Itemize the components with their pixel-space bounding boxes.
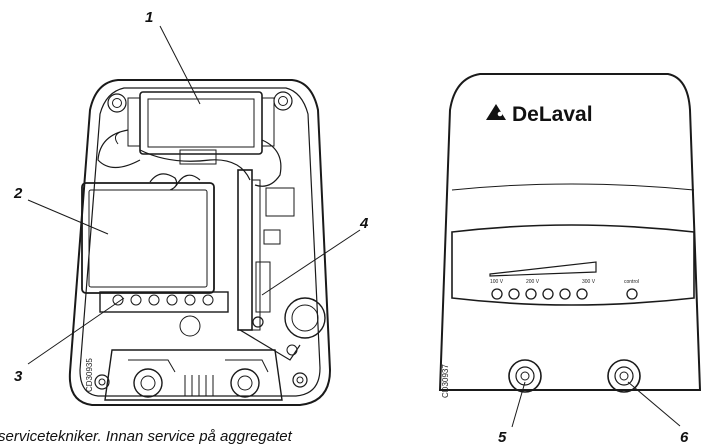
svg-text:5: 5 — [498, 429, 507, 446]
callout-3: 3 — [14, 297, 125, 385]
figure-code-left: CD30935 — [85, 358, 94, 392]
callout-5: 5 — [498, 381, 526, 446]
svg-text:3: 3 — [14, 368, 23, 385]
circuit-board — [81, 182, 215, 294]
led-label-control: control — [624, 279, 639, 285]
indicator-leds — [491, 288, 638, 300]
side-board — [237, 169, 295, 331]
closed-unit-drawing: DeLaval 100 V 200 V 300 V control — [438, 73, 701, 446]
terminal-block — [99, 291, 229, 313]
capacitor — [179, 297, 326, 361]
svg-text:6: 6 — [680, 429, 689, 446]
callout-4: 4 — [261, 215, 369, 296]
led-label-200v: 200 V — [526, 279, 540, 285]
open-unit-drawing: 1 2 3 4 CD30935 — [13, 9, 369, 406]
cable-gland-left — [508, 359, 542, 393]
callout-6: 6 — [627, 381, 689, 446]
caption-text: servicetekniker. Innan service på aggreg… — [0, 428, 292, 445]
figure-code-right: CD30937 — [441, 364, 450, 398]
wiring — [97, 129, 282, 191]
callout-2: 2 — [13, 185, 109, 235]
led-label-100v: 100 V — [490, 279, 504, 285]
svg-text:1: 1 — [145, 9, 153, 26]
callout-1: 1 — [145, 9, 201, 105]
bottom-glands — [104, 349, 283, 401]
cable-gland-right — [607, 359, 641, 393]
transformer-component — [127, 91, 275, 155]
power-bar — [489, 261, 597, 277]
mounting-screws — [94, 91, 308, 390]
led-label-300v: 300 V — [582, 279, 596, 285]
svg-text:4: 4 — [359, 215, 369, 232]
brand-logo: DeLaval — [486, 103, 593, 126]
svg-text:DeLaval: DeLaval — [512, 103, 593, 126]
svg-text:2: 2 — [13, 185, 23, 202]
